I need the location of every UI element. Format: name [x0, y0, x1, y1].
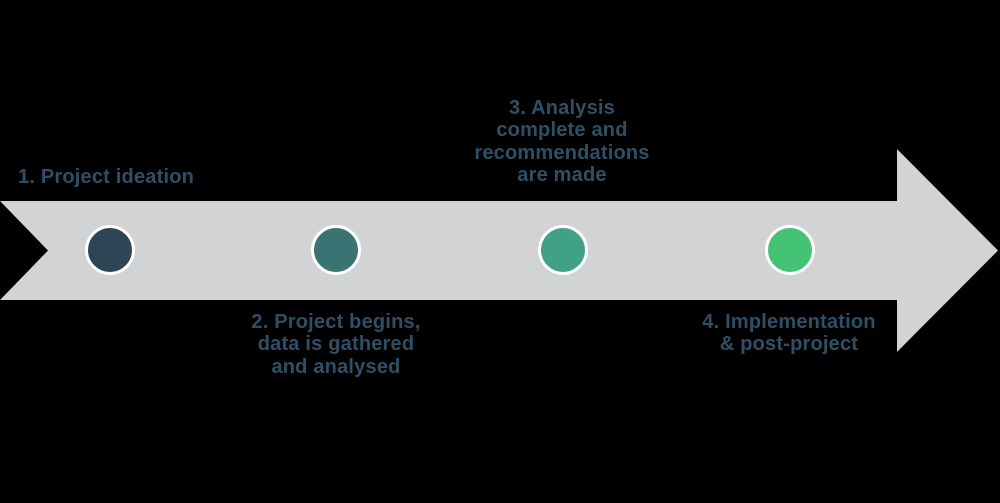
step-label-3: 3. Analysis complete and recommendations… [474, 97, 650, 187]
step-dot-1 [85, 225, 135, 275]
arrow-body-shape [0, 149, 998, 352]
step-dot-2 [311, 225, 361, 275]
step-label-4: 4. Implementation & post-project [702, 311, 876, 356]
step-dot-3 [538, 225, 588, 275]
step-label-1: 1. Project ideation [18, 166, 195, 188]
step-dot-4 [765, 225, 815, 275]
step-label-2: 2. Project begins, data is gathered and … [251, 311, 421, 378]
